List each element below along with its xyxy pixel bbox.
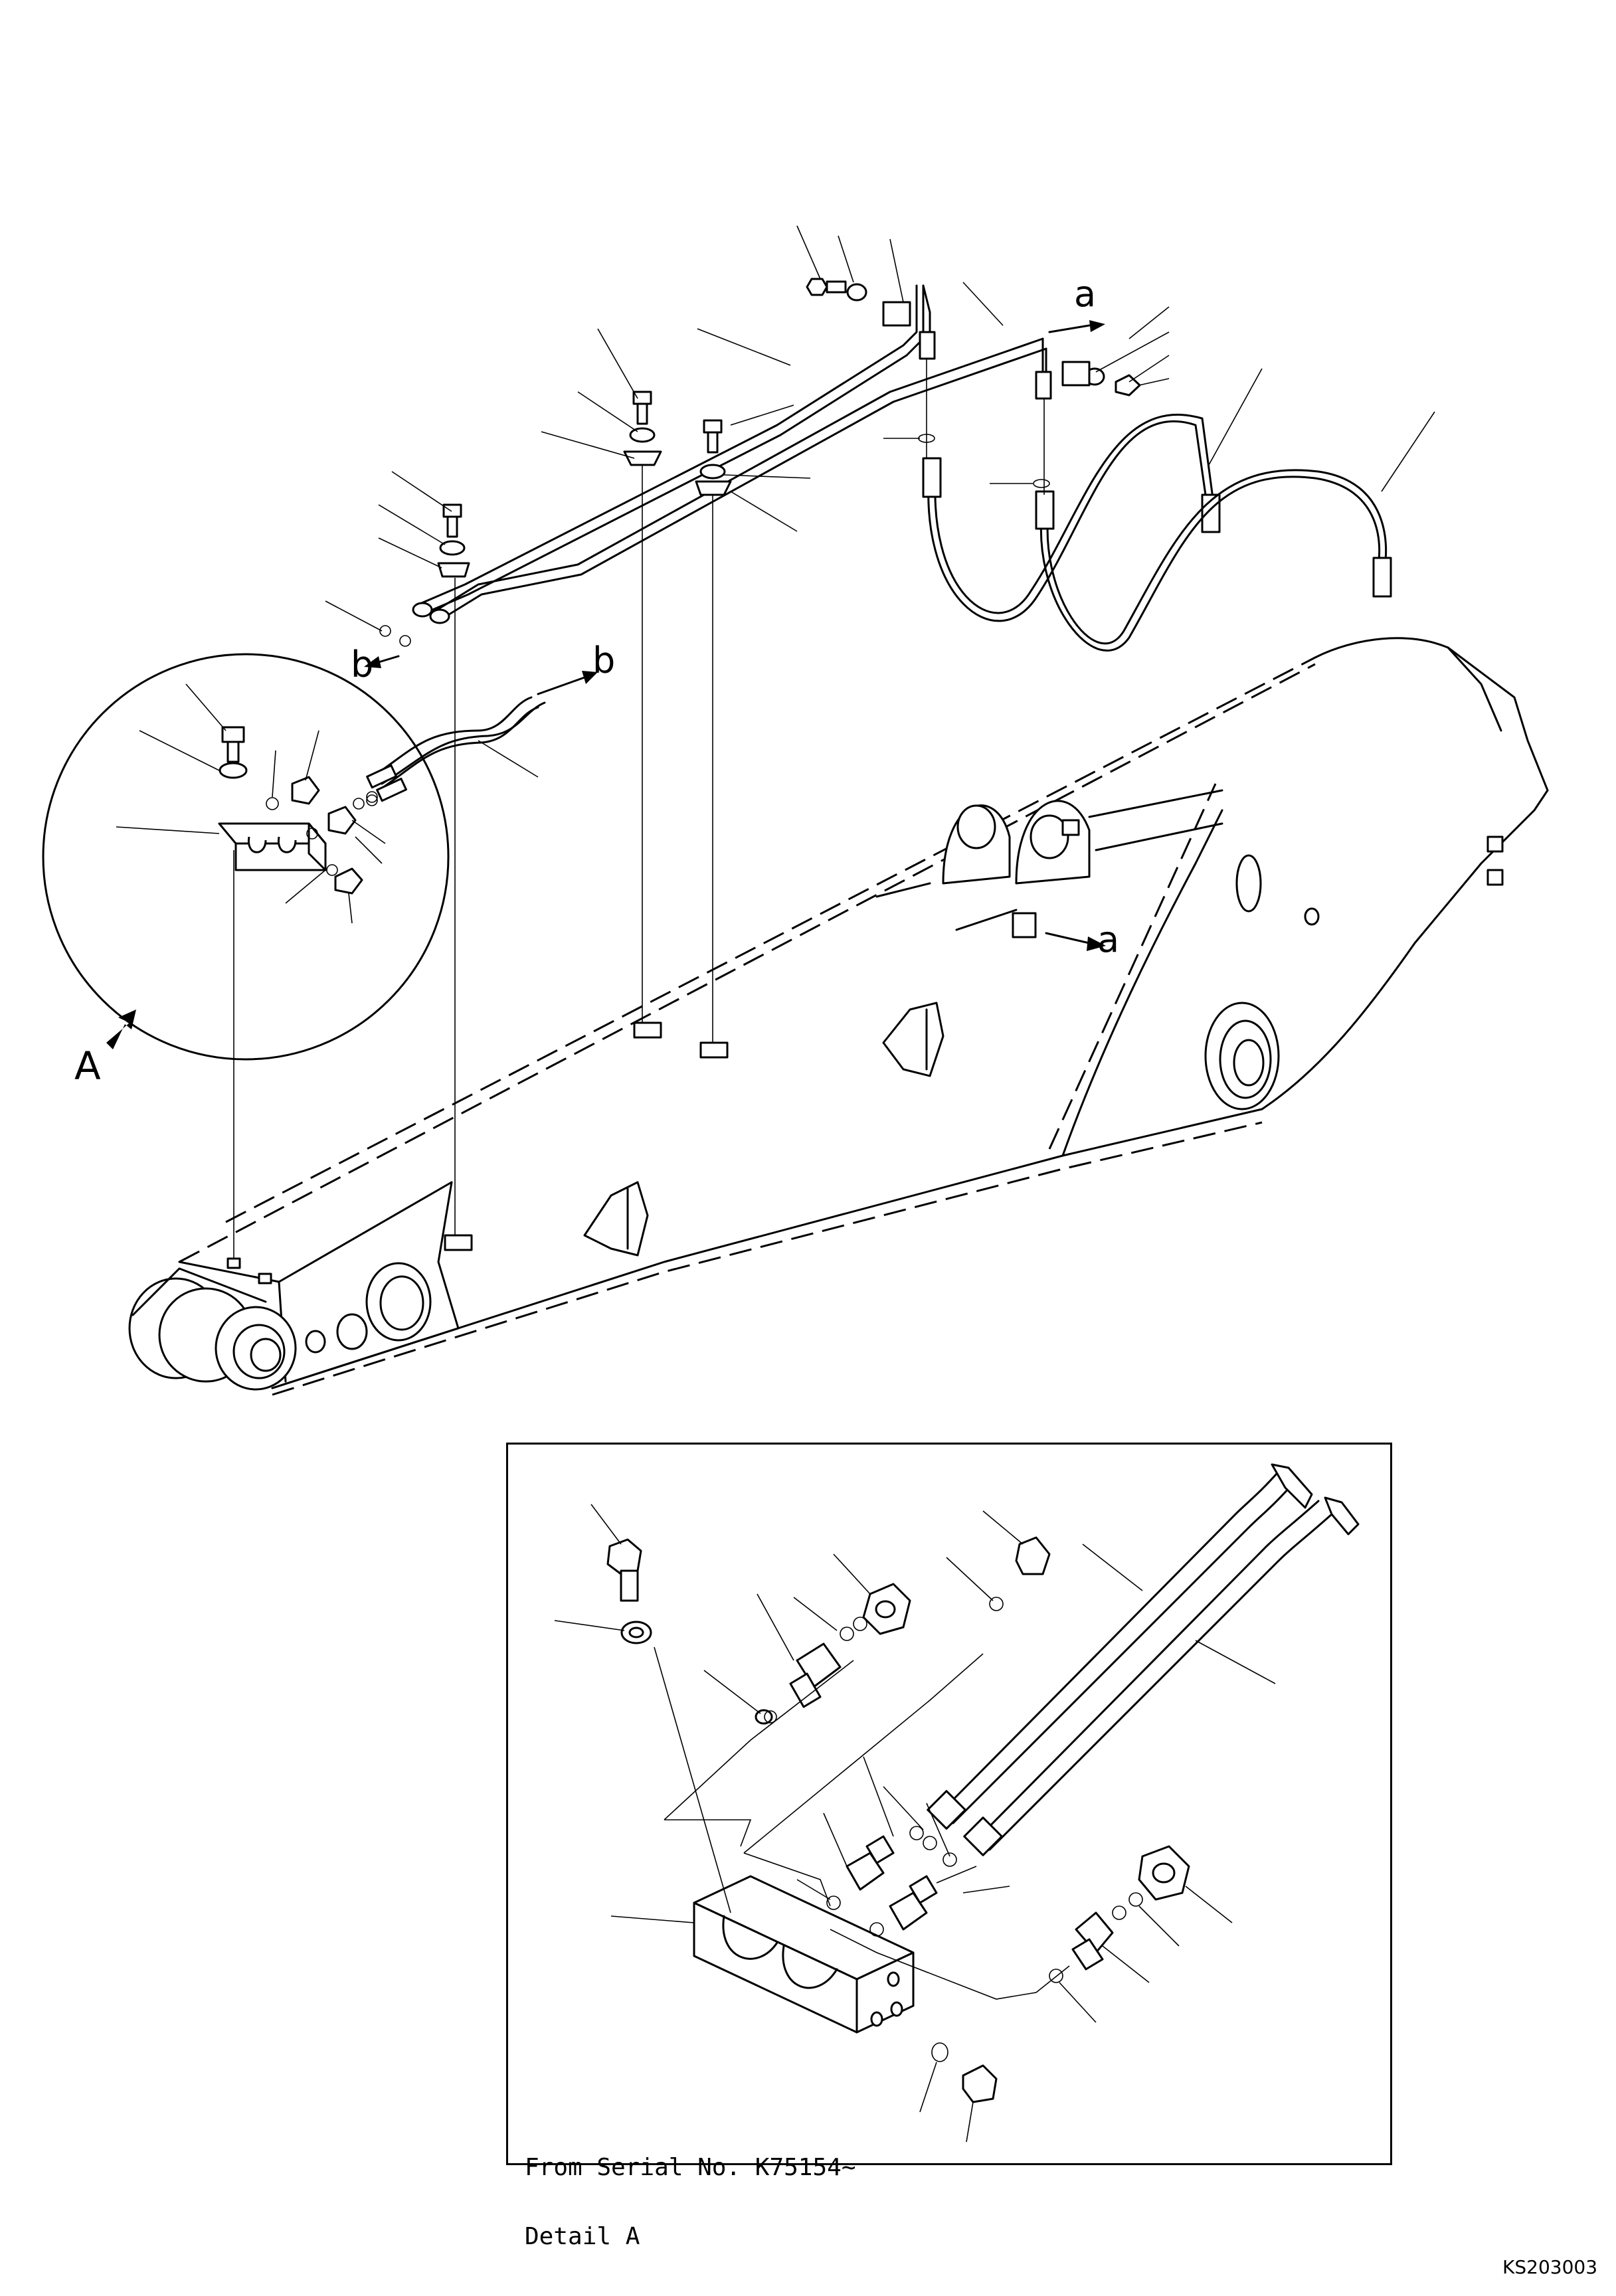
bolt-middle-b: [695, 419, 732, 496]
arrow-b-label-right: b: [592, 640, 616, 681]
view-arrows: [106, 320, 1106, 1049]
short-hoses-b: [353, 625, 546, 810]
side-bracket-middle: [882, 1002, 944, 1077]
leader-lines: [116, 225, 1435, 924]
arrow-a-label-top: a: [1074, 273, 1097, 315]
boom: [128, 637, 1549, 1396]
foot-pin-boss: [128, 1267, 297, 1391]
detail-a-circle: [42, 653, 450, 1061]
detail-caption: Detail A: [525, 2223, 640, 2250]
bolt-top-right-b: [1061, 361, 1141, 397]
view-a-marker: A: [74, 1043, 101, 1089]
boom-top-pin: [1204, 1002, 1280, 1110]
steel-tubes: [412, 284, 1052, 624]
hoses: [883, 413, 1392, 652]
clamp-bolts: [233, 278, 1141, 1259]
detail-a-frame: [506, 1443, 1392, 2165]
side-bracket-front: [583, 1181, 649, 1257]
bolt-middle-a: [623, 391, 662, 466]
drawing-code: KS203003: [1502, 2256, 1598, 2278]
arrow-b-label-left: b: [351, 644, 374, 685]
serial-note: From Serial No. K75154~: [525, 2154, 856, 2181]
bolt-left: [437, 503, 470, 578]
arm-cylinder-bracket: [875, 789, 1223, 931]
detail-a-drawing: [554, 1463, 1360, 2143]
cylinder-boss-lower: [305, 1262, 432, 1354]
arrow-a-label-boom: a: [1097, 919, 1120, 960]
bolt-top-right-a: [806, 278, 911, 327]
